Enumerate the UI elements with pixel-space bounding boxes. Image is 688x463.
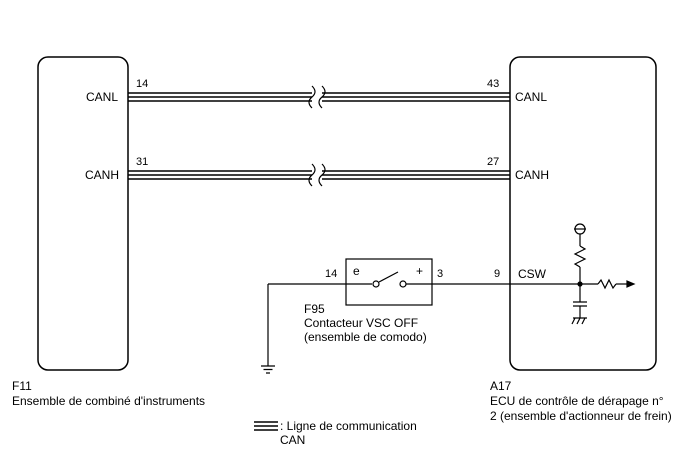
legend-text: : Ligne de communication (280, 419, 417, 433)
left-ecu-name: Ensemble de combiné d'instruments (12, 394, 206, 408)
resistor-zigzag (573, 245, 587, 268)
switch-pin-right: 3 (437, 268, 444, 280)
switch-terminal-left: e (353, 264, 360, 278)
switch-terminal-right: + (416, 264, 424, 278)
left-canl-label: CANL (86, 90, 119, 104)
switch-lever (378, 271, 399, 283)
switch-name: Contacteur VSC OFF (304, 316, 419, 330)
right-canl-label: CANL (515, 90, 548, 104)
right-ecu-box (509, 56, 657, 371)
canl-bus (128, 85, 510, 109)
switch-box (345, 258, 433, 306)
canh-bus (128, 163, 510, 187)
right-ecu-name-line1: ECU de contrôle de dérapage n° (490, 394, 664, 408)
switch-code: F95 (304, 302, 325, 316)
capacitor (573, 301, 587, 307)
resistor-zigzag-horizontal (597, 278, 617, 290)
left-ecu-box (37, 56, 129, 371)
right-canl-pin: 43 (487, 78, 500, 90)
left-canh-label: CANH (85, 168, 120, 182)
left-ecu-code: F11 (12, 379, 32, 393)
chassis-ground-icon (571, 317, 587, 325)
right-ecu-name-line2: 2 (ensemble d'actionneur de frein) (490, 409, 672, 423)
ecu-internal-circuit (571, 223, 636, 325)
switch-contact-left (372, 280, 380, 288)
right-csw-label: CSW (518, 267, 546, 281)
right-canh-pin: 27 (487, 156, 500, 168)
switch-subname: (ensemble de comodo) (304, 330, 427, 344)
legend-text-can: CAN (280, 433, 306, 447)
left-canl-pin: 14 (136, 78, 149, 90)
switch-circuit (267, 258, 580, 366)
left-canh-pin: 31 (136, 156, 149, 168)
right-csw-pin: 9 (494, 268, 501, 280)
switch-contact-right (399, 280, 407, 288)
ground-icon (261, 365, 275, 374)
right-canh-label: CANH (515, 168, 550, 182)
switch-pin-left: 14 (325, 268, 338, 280)
legend-symbol (254, 421, 278, 431)
right-ecu-code: A17 (490, 379, 512, 393)
